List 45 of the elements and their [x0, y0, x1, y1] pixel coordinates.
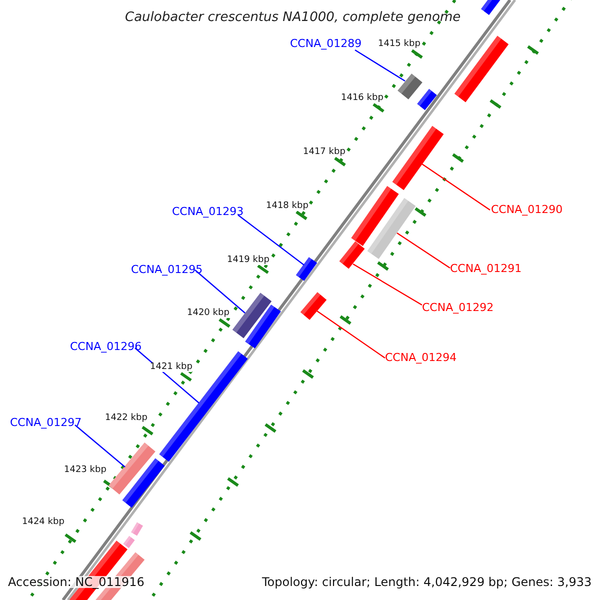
gene-label: CCNA_01290 [491, 204, 563, 215]
leader-line [422, 164, 490, 210]
gene-block [367, 198, 416, 259]
leader-line [352, 263, 422, 306]
scale-label: 1423 kbp [64, 466, 106, 475]
gene-label: CCNA_01294 [385, 352, 457, 363]
gene-label: CCNA_01289 [290, 38, 362, 49]
scale-label: 1421 kbp [150, 363, 192, 372]
gene-label: CCNA_01297 [10, 417, 82, 428]
gene-label: CCNA_01295 [131, 264, 203, 275]
scale-label: 1422 kbp [105, 414, 148, 423]
gene-block [300, 292, 327, 320]
leader-line [74, 424, 126, 468]
gene-block [417, 88, 437, 110]
scale-label: 1419 kbp [227, 256, 270, 265]
scale-label: 1424 kbp [22, 518, 64, 527]
gene-block [392, 126, 444, 190]
gene-block [398, 74, 422, 100]
gene-block [122, 458, 165, 508]
leader-line [194, 270, 246, 314]
gene-label: CCNA_01291 [450, 263, 522, 274]
gene-block [454, 36, 509, 102]
leader-line [396, 232, 450, 268]
gene-block [108, 442, 156, 494]
gene-block [351, 186, 399, 246]
gene-block [131, 522, 143, 536]
leader-line [316, 310, 386, 358]
gene-block [339, 241, 365, 269]
info-text: Topology: circular; Length: 4,042,929 bp; Genes: 3,933 [262, 576, 592, 588]
gene-block [245, 304, 281, 348]
gene-label: CCNA_01292 [422, 302, 494, 313]
info-text: Accession: NC_011916 [8, 576, 144, 588]
scale-label: 1418 kbp [266, 202, 308, 211]
gene-block [296, 257, 318, 281]
scale-label: 1416 kbp [341, 94, 384, 103]
leader-line [238, 214, 304, 266]
gene-label: CCNA_01296 [70, 341, 142, 352]
title: Caulobacter crescentus NA1000, complete genome [125, 11, 461, 24]
scale-label: 1415 kbp [378, 40, 420, 49]
gene-block [123, 536, 135, 548]
gene-block [232, 292, 272, 338]
leader-line [354, 50, 406, 82]
scale-label: 1420 kbp [187, 309, 230, 318]
scale-label: 1417 kbp [303, 148, 346, 157]
gene-label: CCNA_01293 [172, 206, 244, 217]
